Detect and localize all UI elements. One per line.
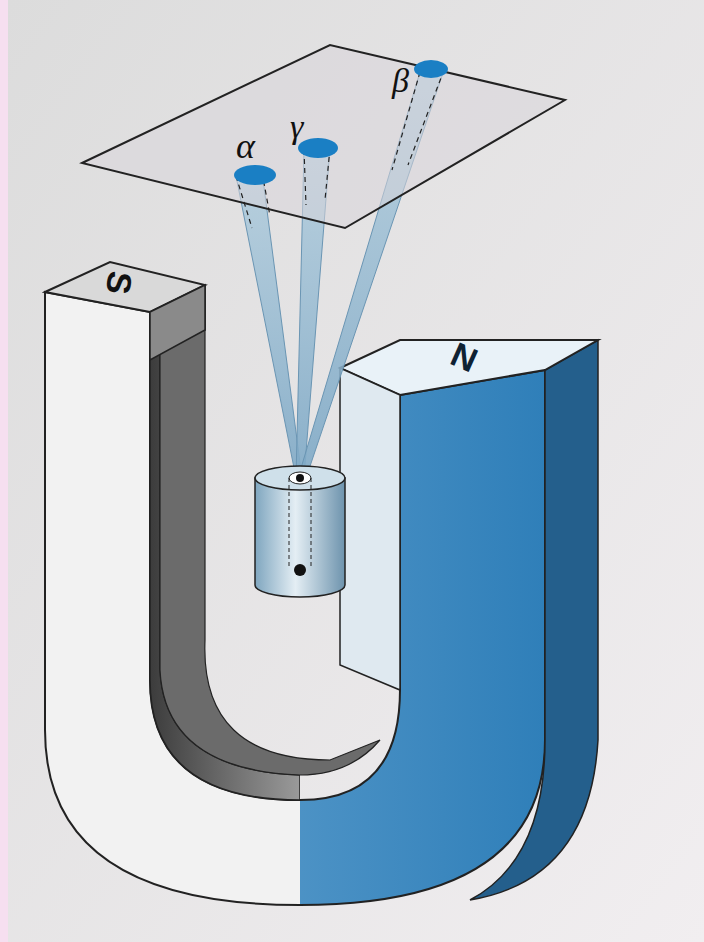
alpha-spot xyxy=(234,165,276,185)
particle-label: β xyxy=(392,64,409,98)
page-background xyxy=(8,0,704,942)
gamma-spot xyxy=(298,138,338,158)
lead-container xyxy=(255,478,345,597)
page-edge xyxy=(0,0,8,942)
particle-label: α xyxy=(236,128,255,164)
alpha-beam xyxy=(236,172,302,478)
radioactive-source xyxy=(294,564,306,576)
beta-spot xyxy=(414,60,448,78)
pole-label: S xyxy=(101,269,138,296)
photo-plate xyxy=(82,45,565,228)
particle-label: γ xyxy=(290,110,303,144)
